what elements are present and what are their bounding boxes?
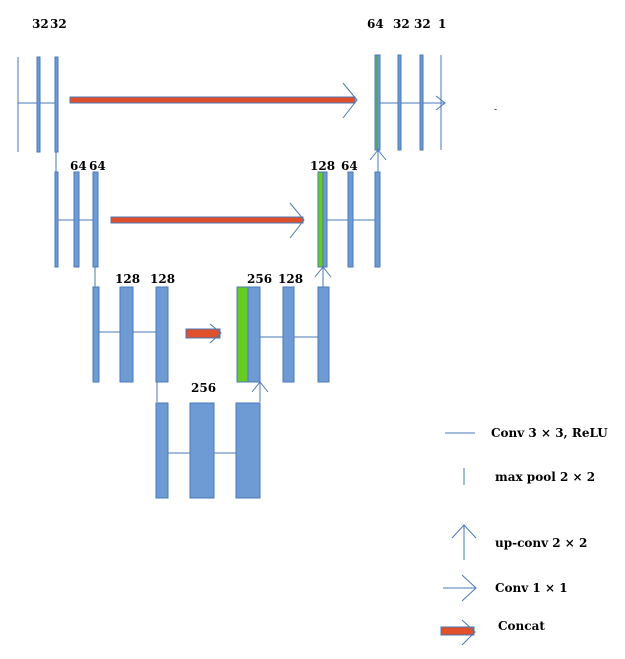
stray-mark: - [494, 105, 497, 115]
concat-arrow-head-icon [461, 619, 476, 646]
conv1x1-arrow-icon [435, 95, 446, 111]
legend-item-concat [440, 619, 476, 646]
level2-concat-green [317, 171, 324, 268]
level3-feature-map-1 [119, 286, 134, 383]
level2-encoder [54, 171, 99, 268]
level2-decoder-label-1: 128 [310, 159, 335, 173]
level1-decoder-map-1 [397, 54, 402, 151]
legend-item-max-pool: max pool 2 × 2 [463, 468, 595, 485]
level2-encoder-label-2: 64 [89, 159, 106, 173]
legend-label-conv1x1: Conv 1 × 1 [495, 581, 568, 595]
level2-encoder-label-1: 64 [70, 159, 87, 173]
level1-decoder-label-1: 64 [367, 17, 384, 31]
legend-label-max-pool: max pool 2 × 2 [495, 470, 595, 484]
legend-label-concat: Concat [498, 619, 545, 633]
level1-concat-arrow [69, 82, 358, 119]
bottleneck-input-map [155, 402, 169, 499]
level1-decoder-label-3: 32 [414, 17, 431, 31]
level1-decoder-label-2: 32 [393, 17, 410, 31]
arrow-head [342, 82, 358, 119]
level3-decoder [236, 286, 330, 383]
level1-encoder [17, 56, 59, 153]
level2-input-map [54, 171, 59, 268]
level3-concat-arrow [185, 323, 222, 344]
level2-concat-arrow [110, 202, 305, 239]
level2-upsampled-map [322, 171, 328, 268]
up-conv-arrow-level3 [314, 266, 332, 287]
level1-decoder-map-2 [419, 54, 424, 151]
concat-bar [110, 216, 304, 224]
bottleneck-feature-map-1 [189, 402, 215, 499]
level3-decoder-label-1: 256 [247, 272, 272, 286]
level2-decoder-map-1 [347, 171, 354, 268]
legend-label-up-conv: up-conv 2 × 2 [495, 536, 587, 550]
level2-decoder-map-2 [374, 171, 381, 268]
level3-encoder-label-1: 128 [115, 272, 140, 286]
legend: Conv 3 × 3, ReLU max pool 2 × 2 up-conv … [440, 426, 608, 646]
level1-decoder [374, 54, 446, 151]
bottleneck-feature-map-2 [235, 402, 261, 499]
legend-item-up-conv [451, 524, 477, 560]
level3-encoder-label-2: 128 [150, 272, 175, 286]
level1-upsampled-map [376, 54, 381, 151]
up-conv-arrow-level2 [369, 149, 387, 172]
conv1x1-arrow-head-icon [461, 574, 477, 602]
level1-decoder-label-4: 1 [438, 17, 446, 31]
level1-feature-map-2 [54, 56, 59, 153]
legend-label-conv: Conv 3 × 3, ReLU [491, 426, 608, 440]
level3-decoder-map-2 [317, 286, 330, 383]
bottleneck [155, 402, 261, 499]
up-conv-arrow-bottleneck [251, 381, 269, 402]
arrow-head [209, 323, 222, 344]
level3-upsampled-map [247, 286, 261, 383]
level3-decoder-map-1 [282, 286, 295, 383]
concat-bar [185, 328, 221, 339]
up-conv-arrow-head-icon [451, 524, 477, 539]
arrow-head [289, 202, 305, 239]
level2-feature-map-1 [73, 171, 80, 268]
level3-encoder [92, 286, 169, 383]
level3-decoder-label-2: 128 [278, 272, 303, 286]
level2-decoder-label-2: 64 [341, 159, 358, 173]
level3-concat-green [236, 286, 249, 383]
concat-bar-icon [440, 626, 475, 636]
level3-feature-map-2 [155, 286, 169, 383]
level2-decoder [317, 171, 381, 268]
level2-feature-map-2 [92, 171, 99, 268]
level3-input-map [92, 286, 100, 383]
level1-feature-map-1 [36, 56, 41, 153]
concat-bar [69, 96, 356, 104]
legend-item-conv: Conv 3 × 3, ReLU [445, 426, 608, 440]
bottleneck-label: 256 [191, 381, 216, 395]
legend-item-conv1x1 [443, 574, 477, 602]
level1-encoder-label-1: 32 [32, 17, 49, 31]
level1-encoder-label-2: 32 [50, 17, 67, 31]
